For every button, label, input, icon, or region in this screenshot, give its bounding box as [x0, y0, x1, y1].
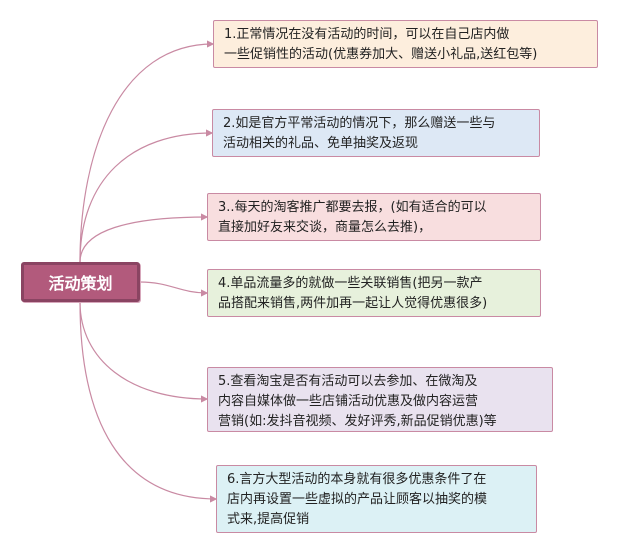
connector-2: [79, 129, 214, 263]
subtopic-3[interactable]: 3..每天的淘客推广都要去报，(如有适合的可以 直接加好友来交谈，商量怎么去推)…: [207, 193, 541, 241]
root-topic[interactable]: 活动策划: [21, 262, 140, 302]
connector-6: [79, 301, 218, 503]
subtopic-1[interactable]: 1.正常情况在没有活动的时间，可以在自己店内做 一些促销性的活动(优惠券加大、赠…: [213, 20, 598, 68]
subtopic-2[interactable]: 2.如是官方平常活动的情况下，那么赠送一些与 活动相关的礼品、免单抽奖及返现: [212, 109, 540, 157]
connector-4: [139, 281, 209, 297]
connector-3: [79, 213, 209, 263]
connector-1: [79, 40, 215, 263]
subtopic-4[interactable]: 4.单品流量多的就做一些关联销售(把另一款产 品搭配来销售,两件加再一起让人觉得…: [207, 269, 541, 317]
subtopic-6[interactable]: 6.言方大型活动的本身就有很多优惠条件了在 店内再设置一些虚拟的产品让顾客以抽奖…: [216, 465, 537, 533]
connector-5: [79, 301, 209, 403]
subtopic-5[interactable]: 5.查看淘宝是否有活动可以去参加、在微淘及 内容自媒体做一些店铺活动优惠及做内容…: [207, 367, 553, 432]
